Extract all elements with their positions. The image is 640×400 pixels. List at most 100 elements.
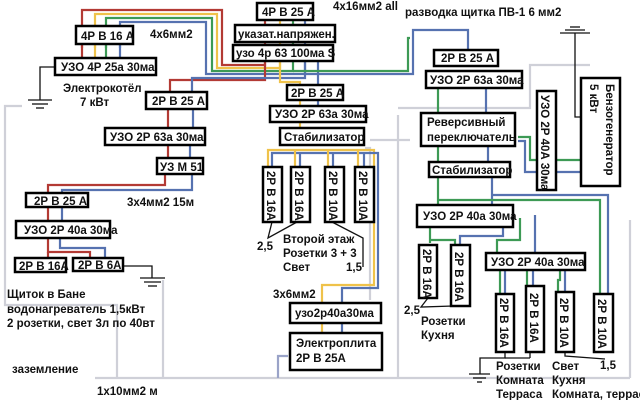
ff-stabilizer: Стабилизатор	[432, 165, 512, 177]
bath-breaker-box	[24, 191, 90, 209]
bath-feed-breaker: 2Р В 25 А	[152, 96, 205, 108]
kitchen-rcd-box	[415, 203, 515, 229]
boiler-breaker: 4Р В 16 А	[81, 31, 134, 43]
sf-line-3: Свет	[283, 262, 310, 274]
rooms-b1: 2Р В 16А	[497, 298, 509, 348]
gen-rcd: УЗО 2Р 40А 30ма	[538, 95, 550, 191]
sf-b1-box	[261, 165, 284, 224]
stove-rcd-box	[288, 301, 383, 325]
ground-cable-label: 1х10мм2 м	[97, 386, 158, 398]
ground-wires	[3, 63, 632, 380]
sf-stabilizer-box	[278, 126, 366, 147]
sf-breaker-box	[285, 83, 345, 102]
main-rcd: узо 4р 63 100ма S	[236, 48, 336, 60]
main-rcd-box	[231, 43, 335, 63]
boiler-label-2: 7 кВт	[80, 97, 109, 109]
bath-breaker: 2Р В 25 А	[34, 196, 87, 208]
rooms-light-3: Комната, террас	[552, 389, 640, 400]
sf-b3-box	[323, 165, 346, 224]
stove-cable-label: 3х6мм2	[273, 289, 316, 301]
sf-b4: 2Р В 10А	[356, 171, 368, 221]
rooms-rcd: УЗО 2Р 40а 30ма	[491, 257, 585, 269]
rooms-sock-3: Терраса	[496, 389, 543, 400]
bath-b2: 2Р В 6А	[78, 260, 121, 272]
boiler-rcd-box	[53, 56, 158, 77]
bath-b1: 2Р В 16А	[19, 261, 69, 273]
bath-b2-box	[71, 256, 125, 273]
rooms-b4-box	[592, 292, 615, 354]
sf-line-1: Второй этаж	[283, 234, 355, 246]
boiler-label-1: Электрокотёл	[63, 83, 142, 95]
bath-line-2: водонагреватель 1,5кВт	[7, 304, 145, 316]
boiler-rcd: УЗО 4Р 25а 30ма	[61, 62, 155, 74]
voltage-relay: УЗ М 51	[160, 162, 204, 174]
ff-rcd: УЗО 2Р 63а 30ма	[430, 75, 524, 87]
generator-line-2: 5 кВт	[587, 84, 599, 113]
kitchen-line-1: Розетки	[421, 316, 466, 328]
bath-rcd: УЗО 2Р 40а 30ма	[24, 225, 118, 237]
stove-line-1: Электроплита	[296, 338, 377, 350]
kitchen-line-2: Кухня	[421, 330, 455, 342]
rooms-sock-2: Комната	[496, 375, 544, 387]
rooms-sock-1: Розетки	[496, 361, 541, 373]
phase-wires	[46, 8, 610, 333]
ground-label: заземление	[12, 364, 78, 376]
ff-breaker: 2Р В 25 А	[441, 53, 494, 65]
ff-stabilizer-box	[427, 160, 512, 179]
rooms-wire-15: 1,5	[600, 360, 617, 372]
bath-feed-rcd-box	[103, 126, 207, 147]
rooms-b2: 2Р В 16А	[527, 293, 539, 343]
rooms-rcd-box	[484, 251, 587, 272]
stove-line-2: 2Р В 25А	[296, 353, 346, 365]
bath-cable-label: 3х4мм2 15м	[127, 197, 194, 209]
generator-line-1: Бензогенератор	[603, 84, 615, 176]
gen-rcd-box	[535, 89, 558, 192]
rooms-b2-box	[524, 284, 546, 354]
bath-rcd-box	[14, 219, 112, 240]
cable-all-label: 4х16мм2 all	[333, 1, 398, 13]
sf-b1: 2Р В 16А	[264, 171, 276, 221]
voltage-relay-box	[155, 156, 205, 176]
bath-feed-rcd: УЗО 2Р 63а 30ма	[110, 132, 204, 144]
bath-feed-breaker-box	[144, 90, 209, 111]
sf-b3: 2Р В 10А	[326, 171, 338, 221]
kitchen-b1-box	[417, 243, 439, 300]
rooms-b4: 2Р В 10А	[595, 299, 607, 349]
sf-wire-15: 1,5	[346, 262, 363, 274]
kitchen-wire-25: 2,5	[404, 305, 421, 317]
panel-wiring-label: разводка щитка ПВ-1 6 мм2	[405, 7, 561, 19]
kitchen-b1: 2Р В 16А	[420, 249, 432, 299]
rooms-b3-box	[554, 290, 576, 354]
kitchen-b2: 2Р В 16А	[452, 252, 464, 302]
main-breaker-box	[255, 1, 315, 22]
boiler-cable-label: 4х6мм2	[150, 29, 193, 41]
sf-rcd: УЗО 2Р 63а 30ма	[275, 109, 369, 121]
kitchen-b2-box	[449, 243, 472, 308]
generator-box	[579, 76, 622, 188]
rooms-b1-box	[494, 292, 516, 354]
sf-b2-box	[289, 165, 312, 224]
reversing-switch-line-2: переключатель	[427, 132, 516, 144]
rooms-light-1: Свет	[552, 361, 579, 373]
sf-b2: 2Р В 16А	[292, 171, 304, 221]
reversing-switch-box	[419, 111, 517, 148]
kitchen-rcd: УЗО 2Р 40а 30ма	[423, 211, 517, 223]
sf-line-2: Розетки 3 + 3	[283, 248, 357, 260]
reversing-switch-line-1: Реверсивный	[427, 117, 506, 129]
sf-b4-box	[353, 165, 376, 224]
sf-stabilizer: Стабилизатор	[284, 132, 364, 144]
bath-b1-box	[13, 256, 68, 274]
rooms-b3: 2Р В 10А	[557, 298, 569, 348]
sf-breaker: 2Р В 25 А	[291, 88, 344, 100]
rooms-light-2: Кухня	[552, 375, 586, 387]
thin-lines	[28, 26, 606, 383]
bath-line-3: 2 розетки, свет 3л по 40вт	[7, 318, 155, 330]
stove-box	[288, 331, 384, 372]
bath-line-1: Щиток в Бане	[7, 289, 86, 301]
ff-breaker-box	[432, 48, 500, 68]
sf-rcd-box	[268, 104, 368, 124]
ff-rcd-box	[424, 69, 524, 90]
voltage-indicator: указат.напряжен.	[238, 29, 335, 41]
